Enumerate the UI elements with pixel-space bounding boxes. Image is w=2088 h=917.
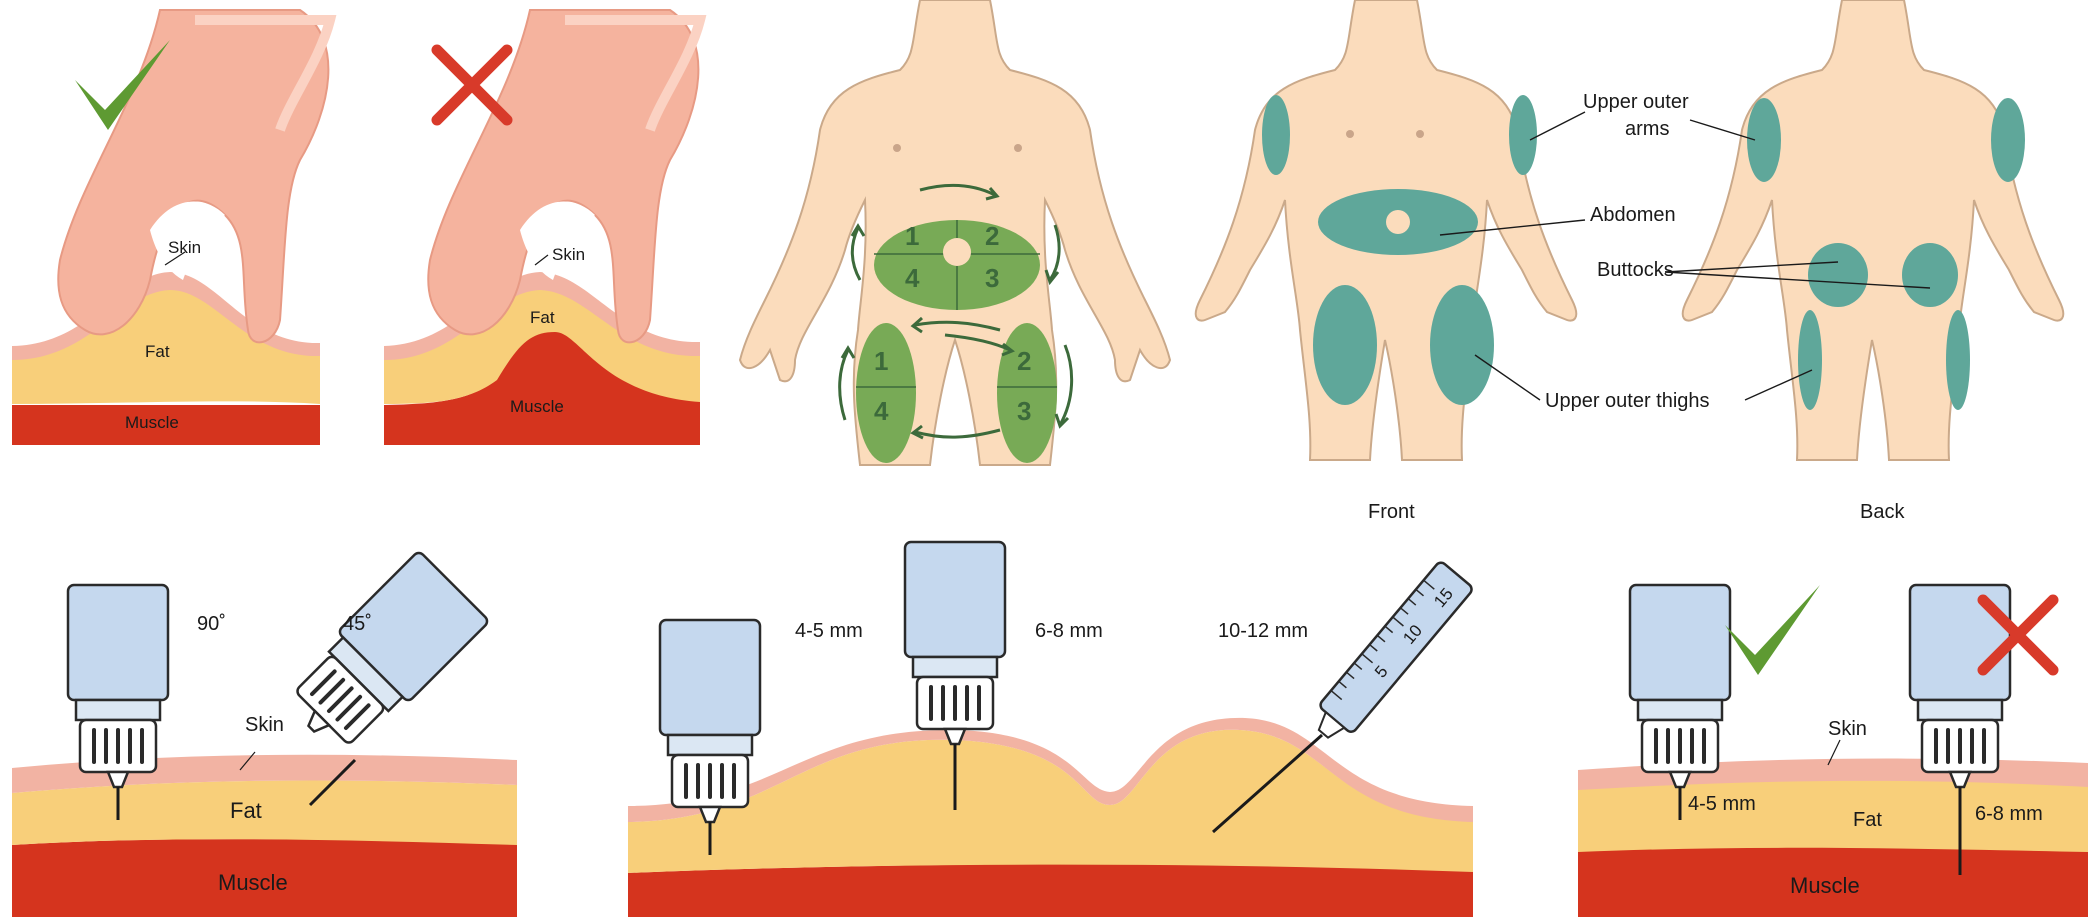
upper-outer-thighs-label: Upper outer thighs — [1545, 390, 1710, 412]
skin-label: Skin — [1828, 718, 1867, 740]
length-short-label: 4-5 mm — [795, 620, 863, 642]
site-arm-right — [1509, 95, 1537, 175]
site-arm-left — [1262, 95, 1290, 175]
cross-icon — [437, 50, 507, 120]
pen-medium — [905, 542, 1005, 744]
front-label: Front — [1368, 501, 1415, 523]
back-body-panel: Back — [1683, 0, 2064, 523]
site-thigh-right — [1946, 310, 1970, 410]
site-thigh-left — [1313, 285, 1377, 405]
pen-45 — [276, 551, 490, 765]
skin-label: Skin — [168, 238, 201, 257]
upper-outer-arms-label-2: arms — [1625, 118, 1669, 140]
fat-label: Fat — [230, 798, 262, 823]
muscle-label: Muscle — [125, 413, 179, 432]
front-body-panel: Front — [1196, 0, 1577, 523]
zone-2: 2 — [985, 221, 999, 251]
fat-label: Fat — [530, 308, 555, 327]
thigh-zone-3: 3 — [1017, 396, 1031, 426]
zone-4: 4 — [905, 263, 920, 293]
skin-label: Skin — [245, 714, 284, 736]
site-thigh-left — [1798, 310, 1822, 410]
upper-outer-arms-label-1: Upper outer — [1583, 91, 1689, 113]
check-icon — [1725, 585, 1820, 675]
muscle-label: Muscle — [510, 397, 564, 416]
site-buttock-right — [1902, 243, 1958, 307]
pen-short — [1630, 585, 1730, 787]
site-arm-right — [1991, 98, 2025, 182]
fat-label: Fat — [1853, 809, 1882, 831]
angle-90-label: 90˚ — [197, 613, 226, 635]
rotation-body-panel: 1 2 3 4 1 4 2 3 — [740, 0, 1170, 465]
site-thigh-right — [1430, 285, 1494, 405]
muscle-layer — [628, 864, 1473, 917]
thigh-zone-2: 2 — [1017, 346, 1031, 376]
abdomen-label: Abdomen — [1590, 204, 1676, 226]
angle-panel: 90˚ 45˚ Skin Fat Muscle — [12, 551, 517, 917]
body-silhouette — [1683, 0, 2064, 460]
pen-short — [660, 620, 760, 822]
pinch-correct-panel: Skin Fat Muscle — [12, 10, 330, 445]
fat-layer — [628, 730, 1473, 873]
fat-label: Fat — [145, 342, 170, 361]
thigh-zone-1: 1 — [874, 346, 888, 376]
length-medium-label: 6-8 mm — [1035, 620, 1103, 642]
buttocks-label: Buttocks — [1597, 259, 1674, 281]
angle-45-label: 45˚ — [343, 613, 372, 635]
thigh-zone-left — [856, 323, 916, 463]
length-long-label: 10-12 mm — [1218, 620, 1308, 642]
thigh-zone-4: 4 — [874, 396, 889, 426]
syringe: 5 10 15 — [1307, 560, 1474, 748]
muscle-label: Muscle — [1790, 873, 1860, 898]
depth-long-label: 6-8 mm — [1975, 803, 2043, 825]
zone-3: 3 — [985, 263, 999, 293]
thigh-zone-right — [997, 323, 1057, 463]
back-label: Back — [1860, 501, 1905, 523]
zone-1: 1 — [905, 221, 919, 251]
skin-label: Skin — [552, 245, 585, 264]
needle-length-panel: 5 10 15 4-5 mm 6-8 mm 10-12 mm — [628, 542, 1474, 917]
depth-panel: Skin Fat Muscle 4-5 mm 6-8 mm — [1578, 585, 2088, 917]
site-arm-left — [1747, 98, 1781, 182]
fat-layer — [12, 780, 517, 845]
site-buttock-left — [1808, 243, 1868, 307]
muscle-label: Muscle — [218, 870, 288, 895]
depth-short-label: 4-5 mm — [1688, 793, 1756, 815]
pinch-incorrect-panel: Skin Fat Muscle — [384, 10, 700, 445]
pen-90 — [68, 585, 168, 787]
